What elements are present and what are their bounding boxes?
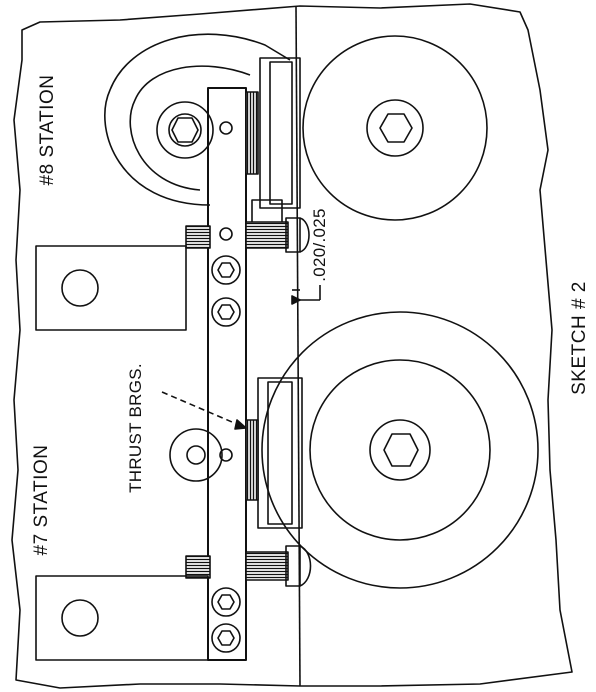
tab-lower xyxy=(35,575,209,661)
station-8-arc xyxy=(104,33,291,206)
vertical-bar xyxy=(207,87,247,661)
station-8-label: #8 STATION xyxy=(37,74,58,186)
gap-dimension-label: .020/.025 xyxy=(310,208,329,282)
plate-outline xyxy=(11,3,573,689)
disc-lower xyxy=(261,311,539,589)
disc-upper xyxy=(302,35,488,221)
station-7-label: #7 STATION xyxy=(31,444,52,556)
sketch-number-label: SKETCH # 2 xyxy=(569,281,590,395)
thrust-bearings-label: THRUST BRGS. xyxy=(126,363,145,493)
tab-upper xyxy=(35,245,187,331)
